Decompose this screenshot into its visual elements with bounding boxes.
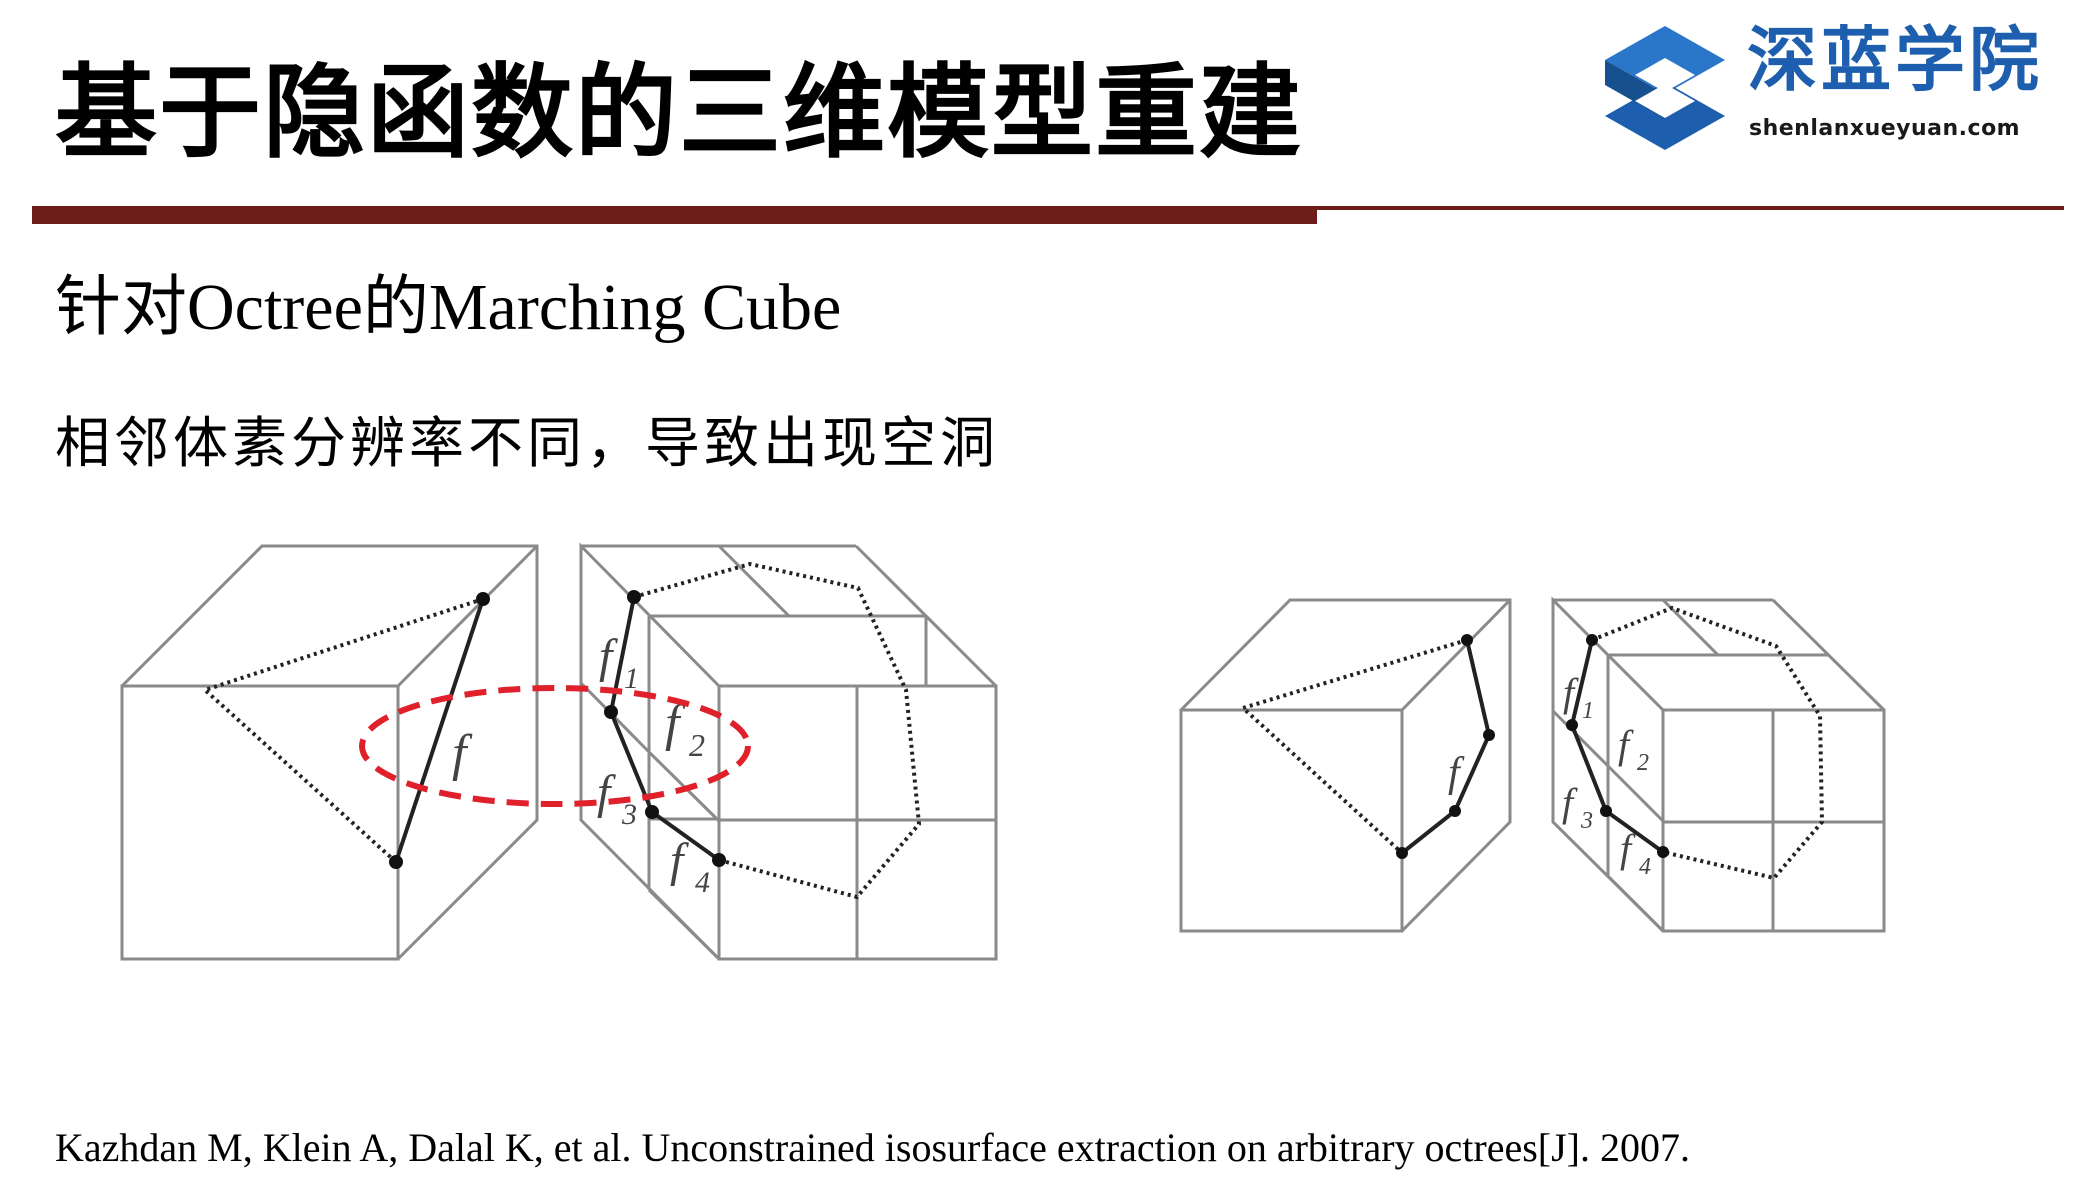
label-f4-left: f: [670, 834, 689, 887]
vertex-dot: [1657, 846, 1669, 858]
header-rule-accent: [32, 206, 1317, 224]
label-f3-right-sub: 3: [1580, 808, 1593, 834]
right-single-dotted-curve: [1239, 638, 1468, 855]
label-f3-left: f: [597, 766, 616, 819]
citation: Kazhdan M, Klein A, Dalal K, et al. Unco…: [55, 1125, 1690, 1170]
left-single-solid-edge: [394, 598, 485, 863]
right-octree-cube: [1551, 596, 1886, 933]
logo-mark-icon: [1605, 26, 1725, 150]
vertex-dot: [1396, 847, 1408, 859]
left-octree-solid-curve: [608, 596, 721, 862]
label-f2-left-sub: 2: [689, 727, 705, 763]
label-f2-right: f: [1618, 722, 1634, 767]
page-title: 基于隐函数的三维模型重建: [55, 54, 1303, 173]
logo-url: shenlanxueyuan.com: [1749, 116, 2021, 141]
label-f2-right-sub: 2: [1637, 750, 1649, 776]
label-f-single-left: f: [452, 725, 473, 782]
vertex-dot: [1449, 805, 1461, 817]
label-f3-left-sub: 3: [621, 798, 637, 831]
section-subtitle: 针对Octree的Marching Cube: [55, 271, 842, 344]
hole-highlight-ellipse: [359, 685, 751, 807]
label-f4-left-sub: 4: [695, 866, 710, 899]
vertex-dot: [1461, 634, 1473, 646]
vertex-dot: [645, 805, 659, 819]
label-f1-left-sub: 1: [624, 662, 639, 695]
section-description: 相邻体素分辨率不同，导致出现空洞: [55, 411, 1000, 475]
logo: 深蓝学院 shenlanxueyuan.com: [1600, 22, 2070, 152]
right-octree-dotted-curve: [1591, 605, 1825, 881]
logo-name: 深蓝学院: [1747, 19, 2043, 101]
label-f4-right-sub: 4: [1639, 854, 1651, 880]
vertex-dot: [1600, 805, 1612, 817]
vertex-dot: [389, 855, 403, 869]
right-single-solid-curve: [1400, 639, 1492, 855]
vertex-dot: [627, 590, 641, 604]
label-f1-left: f: [599, 630, 618, 683]
vertex-dot: [476, 592, 490, 606]
vertex-dot: [712, 853, 726, 867]
left-single-cube: [120, 544, 539, 961]
right-single-cube: [1179, 598, 1512, 933]
label-f-single-right: f: [1448, 750, 1465, 796]
label-f3-right: f: [1562, 780, 1578, 825]
vertex-dot: [604, 705, 618, 719]
left-octree-dotted-curve: [633, 561, 922, 900]
left-octree-cube: [579, 542, 998, 961]
label-f1-right-sub: 1: [1582, 698, 1594, 724]
vertex-dot: [1586, 634, 1598, 646]
left-single-dotted-curve: [201, 597, 484, 864]
right-octree-solid-curve: [1569, 639, 1665, 854]
vertex-dot: [1566, 719, 1578, 731]
vertex-dot: [1483, 729, 1495, 741]
